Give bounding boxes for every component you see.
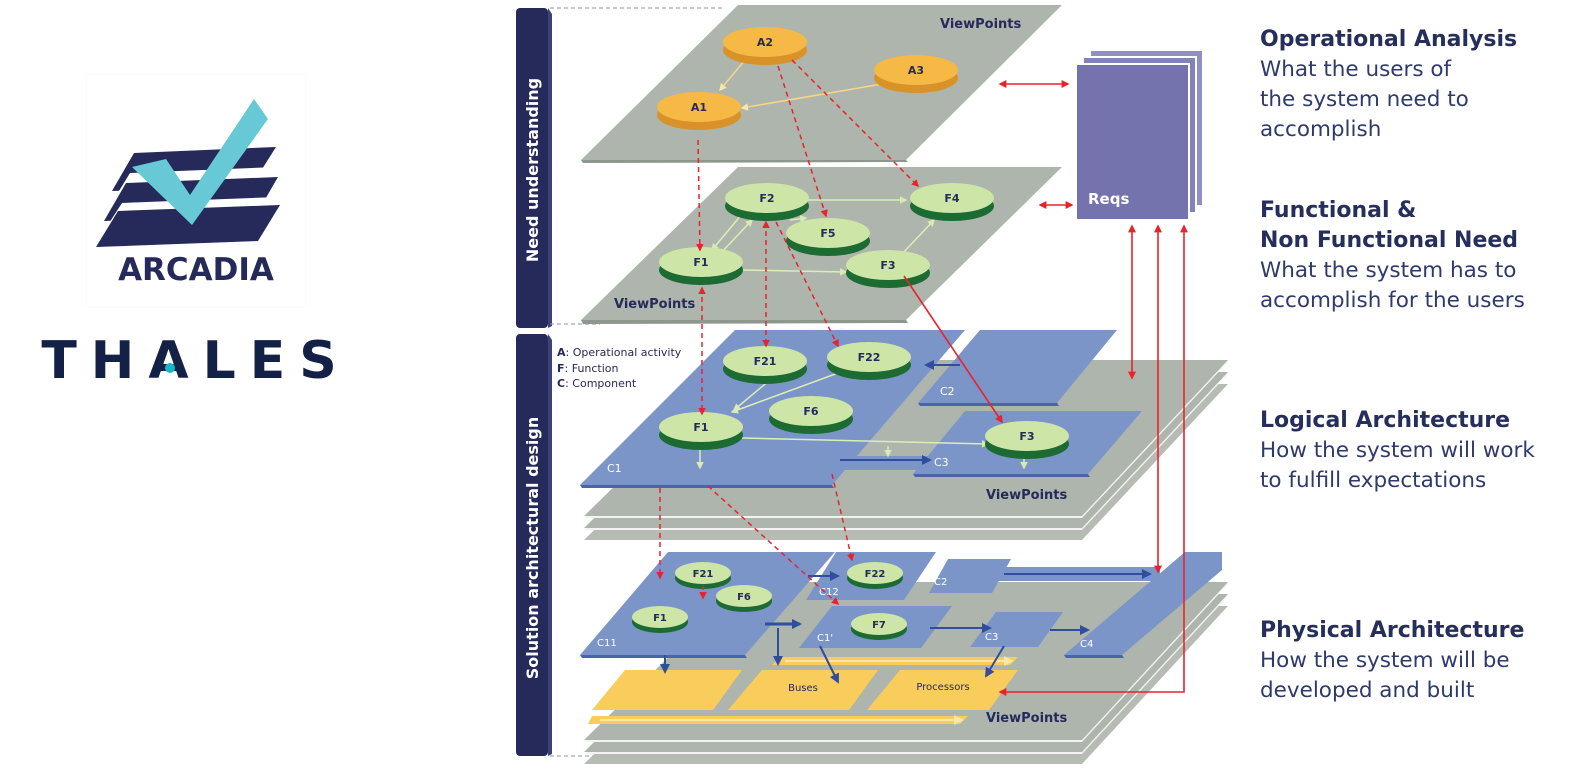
component-label: C2 [934, 577, 947, 588]
description-title: Logical Architecture [1260, 408, 1511, 433]
viewpoints-label: ViewPoints [986, 711, 1067, 726]
function-node-f3: F3 [846, 250, 930, 288]
function-node-f2: F2 [725, 183, 809, 221]
activity-node-a1: A1 [657, 92, 741, 130]
function-node-f1: F1 [659, 247, 743, 285]
description-text: How the system will be developed and bui… [1260, 648, 1510, 703]
svg-text:F22: F22 [865, 569, 886, 580]
svg-text:F7: F7 [872, 620, 886, 631]
component-label: C3 [934, 456, 949, 469]
functional-need-description: Functional & Non Functional Need What th… [1260, 196, 1525, 316]
viewpoints-label: ViewPoints [940, 17, 1021, 32]
svg-text:F6: F6 [803, 405, 819, 418]
physical-function-f22: F22 [847, 562, 903, 589]
operational-analysis-layer: ViewPoints [581, 5, 1062, 163]
description-text: What the system has to accomplish for th… [1260, 258, 1525, 313]
logical-function-f6: F6 [769, 396, 853, 434]
svg-text:F5: F5 [820, 227, 835, 240]
requirements-stack: Reqs [1075, 49, 1204, 221]
physical-function-f21: F21 [675, 562, 731, 589]
activity-node-a3: A3 [874, 55, 958, 93]
arcadia-logo: ARCADIA [86, 75, 306, 307]
component-label: C11 [597, 638, 617, 649]
resource-label: Buses [788, 683, 818, 694]
svg-text:A1: A1 [691, 101, 707, 114]
logical-function-f1: F1 [659, 412, 743, 450]
activity-node-a2: A2 [723, 27, 807, 65]
legend-function: F: Function [557, 362, 619, 375]
arcadia-logo-text: ARCADIA [118, 252, 274, 288]
logical-function-f3: F3 [985, 421, 1069, 459]
function-node-f5: F5 [786, 218, 870, 256]
svg-text:F3: F3 [1019, 430, 1034, 443]
physical-function-f6: F6 [716, 585, 772, 612]
component-label: C2 [940, 385, 955, 398]
need-understanding-bar: Need understanding [516, 8, 552, 328]
viewpoints-label: ViewPoints [986, 488, 1067, 503]
thales-logo-text: THALES [41, 331, 350, 386]
svg-text:F2: F2 [759, 192, 774, 205]
need-understanding-label: Need understanding [523, 78, 542, 262]
description-text: How the system will work to fulfill expe… [1260, 438, 1535, 493]
svg-text:F1: F1 [653, 613, 667, 624]
svg-text:F4: F4 [944, 192, 960, 205]
component-label: C12 [819, 587, 839, 598]
component-label: C4 [1080, 639, 1093, 650]
svg-text:A2: A2 [757, 36, 773, 49]
thales-logo: THALES [0, 330, 392, 391]
logical-function-f22: F22 [827, 342, 911, 380]
svg-text:F21: F21 [693, 569, 714, 580]
description-title: Physical Architecture [1260, 618, 1525, 643]
description-text: What the users of the system need to acc… [1260, 57, 1469, 142]
svg-text:F1: F1 [693, 256, 708, 269]
legend-component: C: Component [557, 377, 637, 390]
logical-architecture-description: Logical Architecture How the system will… [1260, 406, 1535, 496]
solution-design-label: Solution architectural design [523, 417, 542, 679]
description-title: Functional & Non Functional Need [1260, 198, 1519, 253]
solution-design-bar: Solution architectural design [516, 334, 552, 756]
svg-text:F1: F1 [693, 421, 708, 434]
physical-function-f7: F7 [851, 613, 907, 640]
legend-operational-activity: A: Operational activity [557, 346, 682, 359]
reqs-label: Reqs [1088, 190, 1129, 208]
physical-architecture-description: Physical Architecture How the system wil… [1260, 616, 1524, 706]
svg-text:F22: F22 [858, 351, 881, 364]
svg-text:F6: F6 [737, 592, 751, 603]
component-label: C1 [607, 462, 622, 475]
svg-text:A3: A3 [908, 64, 924, 77]
viewpoints-label: ViewPoints [614, 297, 695, 312]
component-label: C1' [817, 633, 833, 644]
component-label: C3 [985, 632, 998, 643]
svg-text:F3: F3 [880, 259, 895, 272]
resource-label: Processors [916, 682, 969, 693]
description-title: Operational Analysis [1260, 27, 1518, 52]
physical-architecture-layer: ViewPoints Buses Processors C11 C12 C2 C… [580, 552, 1228, 764]
physical-function-f1: F1 [632, 606, 688, 633]
function-node-f4: F4 [910, 183, 994, 221]
svg-text:F21: F21 [754, 355, 777, 368]
logical-function-f21: F21 [723, 346, 807, 384]
operational-analysis-description: Operational Analysis What the users of t… [1260, 25, 1517, 145]
